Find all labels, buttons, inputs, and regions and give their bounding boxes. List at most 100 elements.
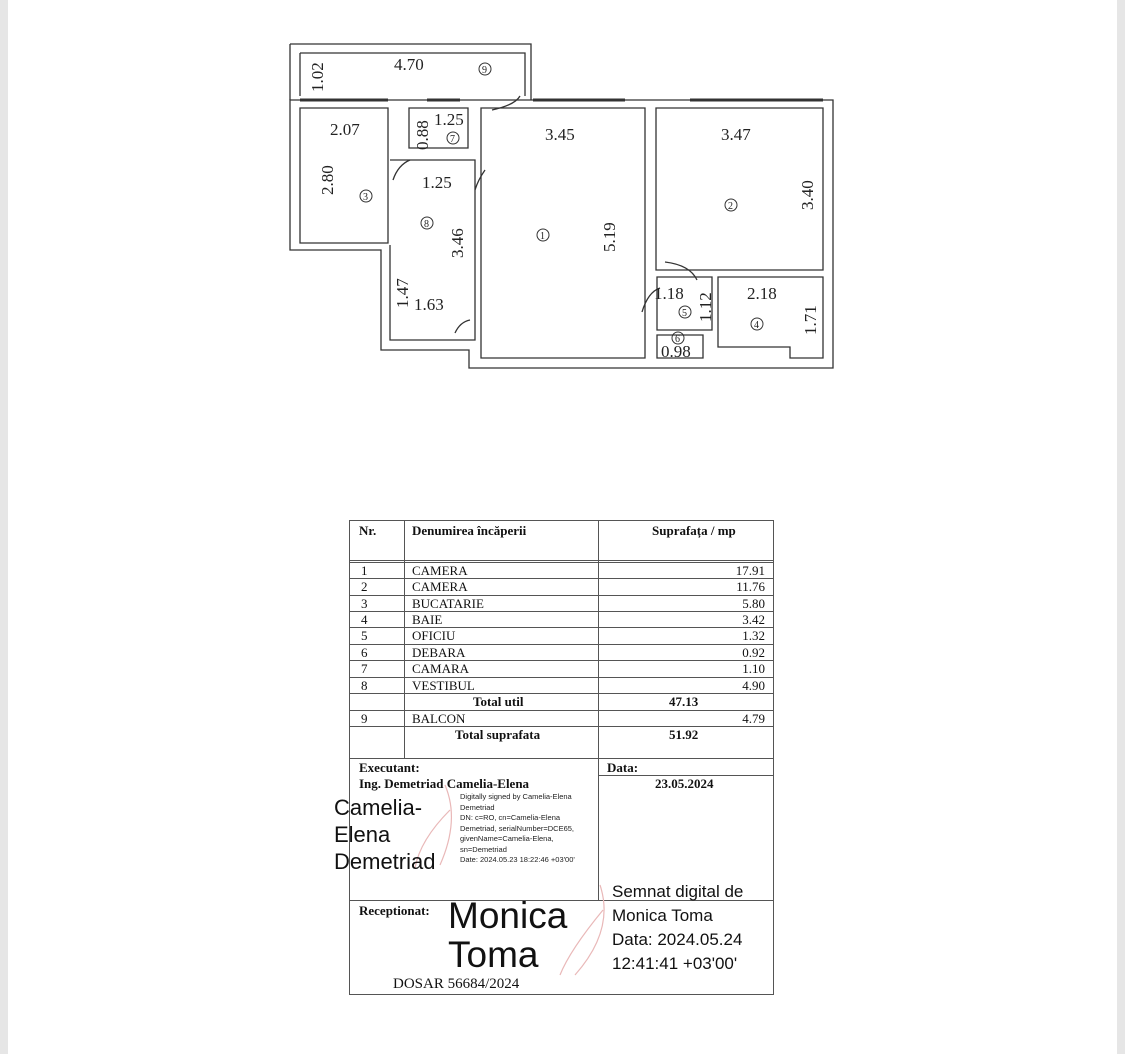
- header-area: Suprafața / mp: [652, 523, 736, 538]
- dim-15: 1.18: [654, 284, 684, 303]
- sig-line: givenName=Camelia-Elena,: [460, 834, 554, 843]
- sig-line: 12:41:41 +03'00': [612, 954, 738, 973]
- signer-name-line: Elena: [334, 822, 391, 847]
- signer-name-line: Monica: [448, 895, 568, 936]
- table-row-nr: 3: [361, 596, 368, 611]
- table-row-area: 5.80: [742, 596, 765, 611]
- signer-name-line: Camelia-: [334, 795, 423, 820]
- dim-4: 2.80: [318, 165, 337, 195]
- balcony-name: BALCON: [412, 711, 466, 726]
- room-number-3: 3: [363, 192, 368, 203]
- table-divider: [349, 677, 774, 678]
- dim-1: 1.02: [308, 62, 327, 92]
- rooms-table: [349, 520, 774, 995]
- door-arcs: [392, 95, 698, 334]
- dim-7: 1.25: [422, 173, 452, 192]
- page-edge-left: [0, 0, 8, 1054]
- dim-14: 3.40: [798, 180, 817, 210]
- table-divider: [349, 758, 774, 759]
- table-divider: [349, 578, 774, 579]
- executant-label: Executant:: [359, 760, 420, 775]
- dosar-number: DOSAR 56684/2024: [393, 976, 520, 992]
- table-row-nr: 7: [361, 661, 368, 676]
- header-name: Denumirea încăperii: [412, 523, 527, 538]
- table-row-name: OFICIU: [412, 628, 456, 643]
- dim-9: 1.47: [393, 278, 412, 308]
- balcony-area: 4.79: [742, 711, 765, 726]
- dim-10: 1.63: [414, 295, 444, 314]
- sig-line: Demetriad, serialNumber=DCE65,: [460, 823, 575, 833]
- sig-line: Semnat digital de: [612, 882, 744, 901]
- table-row-area: 4.90: [742, 678, 765, 693]
- executant-name: Ing. Demetriad Camelia-Elena: [359, 776, 530, 791]
- outer-wall: [289, 99, 834, 369]
- table-row-area: 11.76: [736, 579, 765, 594]
- table-row-name: DEBARA: [412, 645, 466, 660]
- table-row-name: VESTIBUL: [412, 678, 475, 693]
- signer-name-1: Camelia- Elena Demetriad: [334, 794, 435, 875]
- room-1-wall: [480, 107, 646, 359]
- room-4-wall: [717, 276, 824, 359]
- table-divider: [349, 693, 774, 694]
- room-number-2: 2: [728, 201, 733, 212]
- dim-6: 1.25: [434, 110, 464, 129]
- table-divider: [349, 710, 774, 711]
- table-row-area: 1.32: [742, 628, 765, 643]
- signer-name-line: Demetriad: [334, 849, 436, 874]
- sig-line: Date: 2024.05.23 18:22:46 +03'00': [460, 855, 575, 864]
- table-row-name: BAIE: [412, 612, 443, 627]
- dim-12: 5.19: [600, 222, 619, 252]
- dim-17: 2.18: [747, 284, 777, 303]
- room-number-4: 4: [754, 320, 759, 331]
- balcony-nr: 9: [361, 711, 368, 726]
- signature-details-2: Semnat digital de Monica Toma Data: 2024…: [612, 880, 743, 976]
- floor-plan: 1.02 4.70 2.07 2.80 0.88 1.25 1.25 3.46 …: [289, 43, 834, 369]
- table-row-name: CAMERA: [412, 579, 468, 594]
- sig-line: Digitally signed by Camelia-Elena: [460, 792, 572, 801]
- room-7-wall: [408, 107, 469, 149]
- room-number-1: 1: [540, 231, 545, 242]
- table-row-nr: 8: [361, 678, 368, 693]
- receptionat-label: Receptionat:: [359, 903, 430, 918]
- table-row-nr: 2: [361, 579, 368, 594]
- room-number-7: 7: [450, 134, 455, 145]
- table-divider: [598, 775, 774, 776]
- table-divider: [349, 726, 774, 727]
- dim-3: 2.07: [330, 120, 360, 139]
- room-number-9: 9: [482, 65, 487, 76]
- table-divider: [349, 560, 774, 561]
- table-divider: [349, 562, 774, 563]
- dim-5: 0.88: [413, 120, 432, 150]
- table-row-nr: 6: [361, 645, 368, 660]
- data-label: Data:: [607, 760, 639, 775]
- table-row-nr: 4: [361, 612, 368, 627]
- total-label: Total suprafata: [455, 727, 541, 742]
- table-row-area: 1.10: [742, 661, 765, 676]
- room-5-wall: [656, 276, 713, 331]
- dim-19: 0.98: [661, 342, 691, 361]
- room-6-wall: [656, 334, 704, 359]
- sig-line: Monica Toma: [612, 906, 713, 925]
- dim-18: 1.71: [801, 305, 820, 335]
- dim-8: 3.46: [448, 228, 467, 258]
- table-divider: [349, 644, 774, 645]
- dim-2: 4.70: [394, 55, 424, 74]
- signer-name-2: Monica Toma: [448, 896, 567, 974]
- total-util-label: Total util: [473, 694, 524, 709]
- table-row-name: CAMARA: [412, 661, 470, 676]
- signature-details-1: Digitally signed by Camelia-Elena Demetr…: [460, 792, 575, 866]
- sig-line: sn=Demetriad: [460, 844, 507, 854]
- sig-line: DN: c=RO, cn=Camelia-Elena: [460, 813, 561, 822]
- table-row-area: 17.91: [735, 563, 765, 578]
- table-row-nr: 1: [361, 563, 368, 578]
- room-8-wall: [389, 159, 476, 341]
- total-value: 51.92: [669, 727, 699, 742]
- signer-name-line: Toma: [448, 934, 539, 975]
- sig-line: Demetriad: [460, 802, 495, 812]
- table-divider: [349, 627, 774, 628]
- table-divider: [349, 900, 774, 901]
- page-edge-right: [1117, 0, 1125, 1054]
- table-divider: [349, 660, 774, 661]
- dim-13: 3.47: [721, 125, 751, 144]
